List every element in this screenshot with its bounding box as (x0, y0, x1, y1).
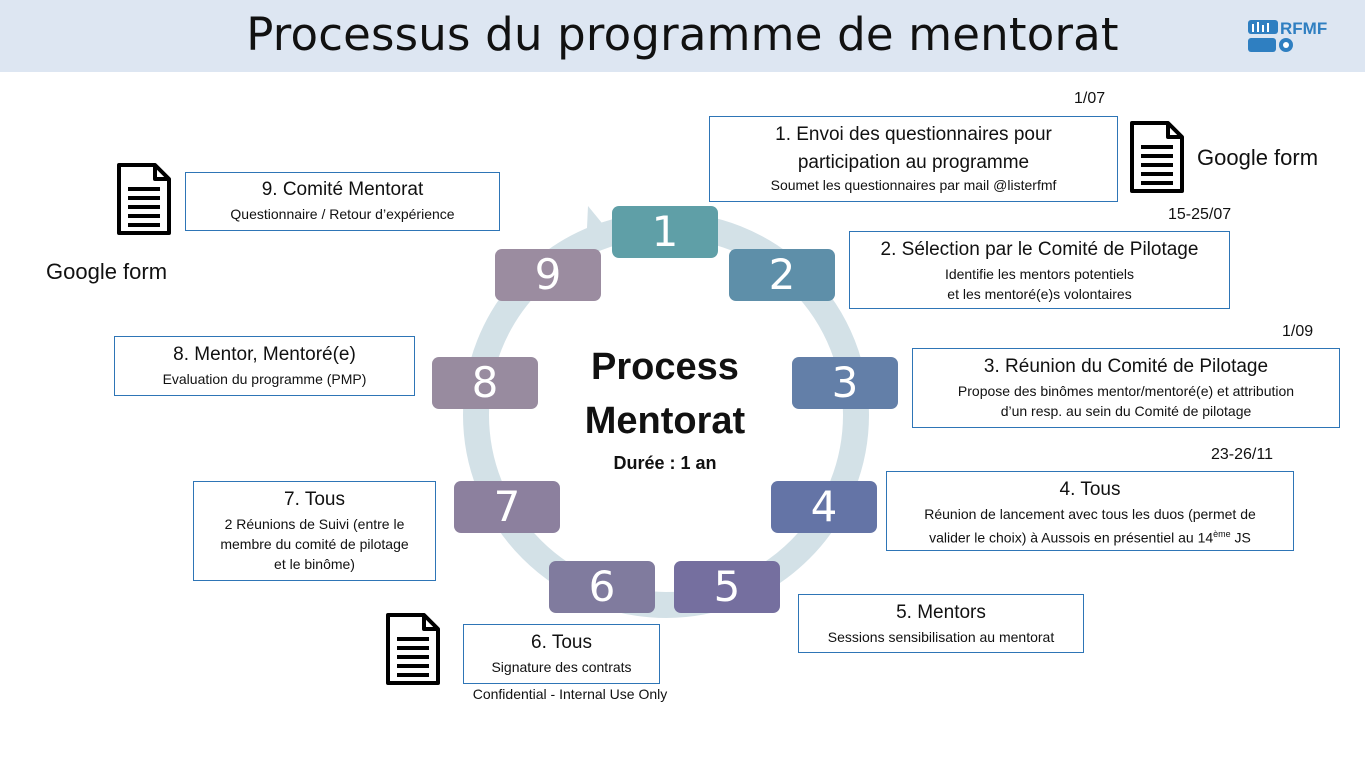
step-4-desc-1: Réunion de lancement avec tous les duos … (924, 506, 1256, 522)
step-1-desc: Soumet les questionnaires par mail @list… (770, 177, 1057, 193)
step-2-heading: 2. Sélection par le Comité de Pilotage (880, 239, 1199, 260)
step-9-heading: 9. Comité Mentorat (261, 179, 424, 200)
step-8-heading: 8. Mentor, Mentoré(e) (173, 344, 356, 365)
page-title: Processus du programme de mentorat (246, 8, 1119, 61)
step-1-heading-2: participation au programme (797, 152, 1030, 173)
logo-text: RFMF (1280, 19, 1327, 38)
date-step-1: 1/07 (1074, 90, 1106, 107)
step-4-box: 4. Tous Réunion de lancement avec tous l… (886, 471, 1294, 551)
step-1-box: 1. Envoi des questionnaires pour partici… (709, 116, 1118, 202)
step-3-desc-2: d’un resp. au sein du Comité de pilotage (1000, 403, 1252, 419)
date-step-3: 1/09 (1282, 323, 1314, 340)
step-2: 2 (729, 249, 835, 301)
step-2-desc-2: et les mentoré(e)s volontaires (947, 286, 1132, 302)
date-step-4: 23-26/11 (1211, 446, 1273, 463)
header-bar (0, 0, 1365, 72)
step-7-heading: 7. Tous (284, 489, 345, 510)
step-8: 8 (432, 357, 538, 409)
step-4-heading: 4. Tous (1059, 479, 1121, 500)
center-title-line1: Process (591, 346, 739, 388)
center-title: Process Mentorat (560, 340, 770, 448)
step-3-desc-1: Propose des binômes mentor/mentoré(e) et… (957, 383, 1295, 399)
step-5-box: 5. Mentors Sessions sensibilisation au m… (798, 594, 1084, 653)
step-7-box: 7. Tous 2 Réunions de Suivi (entre le me… (193, 481, 436, 581)
step-3: 3 (792, 357, 898, 409)
document-icon (115, 162, 173, 241)
step-1: 1 (612, 206, 718, 258)
step-4-desc-2-text: valider le choix) à Aussois en présentie… (929, 529, 1214, 546)
step-5: 5 (674, 561, 780, 613)
step-6-desc: Signature des contrats (491, 659, 632, 675)
step-4: 4 (771, 481, 877, 533)
step-4-sup: ème (1213, 529, 1231, 539)
step-2-desc-1: Identifie les mentors potentiels (944, 266, 1135, 282)
step-7-desc-3: et le binôme) (274, 556, 355, 572)
step-7-desc-1: 2 Réunions de Suivi (entre le (224, 516, 405, 532)
google-form-label-right: Google form (1197, 145, 1319, 170)
step-9-desc: Questionnaire / Retour d’expérience (230, 206, 455, 222)
step-3-heading: 3. Réunion du Comité de Pilotage (983, 356, 1269, 377)
step-4-desc-2: valider le choix) à Aussois en présentie… (887, 524, 1293, 548)
center-title-line2: Mentorat (584, 400, 746, 442)
google-form-label-left: Google form (46, 259, 168, 284)
document-icon (1128, 120, 1186, 199)
date-step-2: 15-25/07 (1168, 206, 1232, 223)
step-2-box: 2. Sélection par le Comité de Pilotage I… (849, 231, 1230, 309)
step-9: 9 (495, 249, 601, 301)
center-duration: Durée : 1 an (613, 453, 717, 473)
rfmf-logo-icon: RFMF (1246, 16, 1344, 56)
confidential-footer: Confidential - Internal Use Only (472, 686, 668, 702)
step-9-box: 9. Comité Mentorat Questionnaire / Retou… (185, 172, 500, 231)
step-5-desc: Sessions sensibilisation au mentorat (827, 629, 1055, 645)
step-8-box: 8. Mentor, Mentoré(e) Evaluation du prog… (114, 336, 415, 396)
document-icon (384, 612, 442, 691)
step-5-heading: 5. Mentors (896, 602, 986, 623)
step-6-heading: 6. Tous (531, 632, 592, 653)
step-4-desc-3: JS (1230, 529, 1251, 546)
step-3-box: 3. Réunion du Comité de Pilotage Propose… (912, 348, 1340, 428)
step-6: 6 (549, 561, 655, 613)
step-7-desc-2: membre du comité de pilotage (220, 536, 409, 552)
step-6-box: 6. Tous Signature des contrats (463, 624, 660, 684)
step-7: 7 (454, 481, 560, 533)
step-8-desc: Evaluation du programme (PMP) (162, 371, 367, 387)
step-1-heading: 1. Envoi des questionnaires pour (775, 124, 1052, 145)
